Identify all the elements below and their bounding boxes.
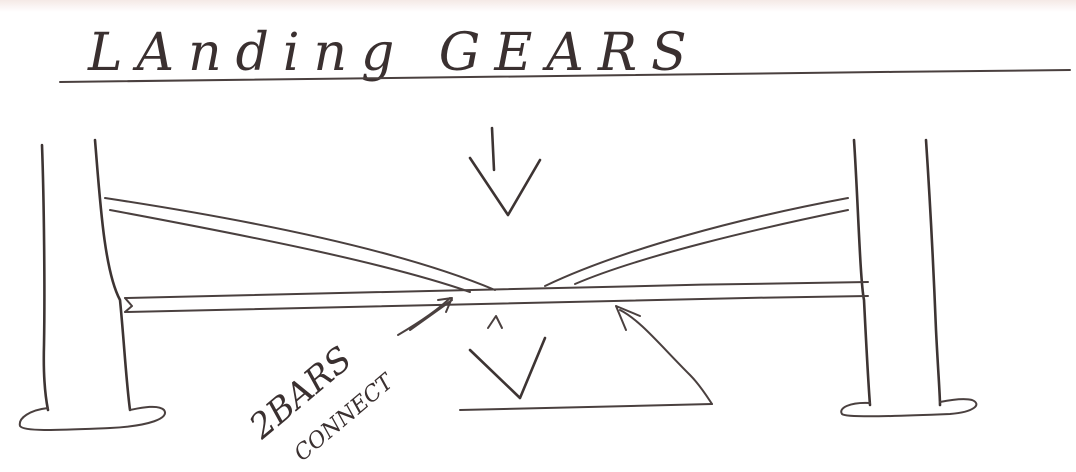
right-brace-lower (574, 209, 849, 285)
scan-edge (0, 0, 1076, 12)
left-outer-leg (40, 143, 50, 412)
load-arrow-shaft (490, 126, 496, 172)
right-outer-leg (924, 138, 942, 407)
left-foot (18, 405, 167, 431)
ground-line (459, 403, 713, 411)
right-foot (840, 398, 978, 418)
title-underline (59, 69, 1071, 83)
right-inner-leg (852, 138, 872, 407)
lower-v-arrow (468, 336, 547, 400)
main-bar-bottom (124, 295, 869, 313)
main-bar-top (124, 281, 869, 299)
left-pointer-head (409, 297, 453, 331)
right-brace-upper (544, 197, 849, 287)
left-brace-lower (109, 209, 471, 293)
left-brace-upper (104, 197, 496, 291)
main-bar-left-end (124, 297, 133, 313)
right-pointer-head (615, 305, 641, 331)
small-up-arrow (487, 315, 503, 329)
left-pointer-shaft (397, 297, 451, 336)
load-arrow-head (468, 156, 542, 217)
right-pointer-shaft (619, 309, 713, 405)
sketch-title: LAnding GEARS (87, 23, 701, 83)
left-inner-leg (93, 138, 132, 412)
